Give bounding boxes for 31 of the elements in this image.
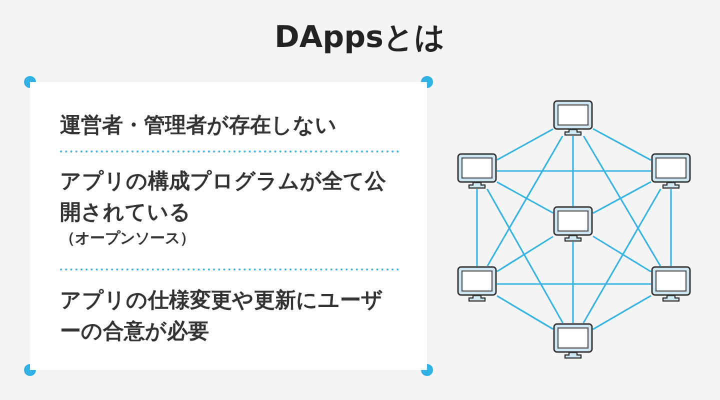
connection-line [670, 189, 672, 266]
title: DAppsとは [274, 20, 446, 56]
computer-monitor-icon [651, 153, 691, 189]
connection-line [572, 242, 574, 323]
computer-monitor-icon [553, 323, 593, 359]
connection-line [496, 128, 554, 161]
connection-line [497, 170, 651, 172]
connection-line [496, 236, 554, 272]
computer-monitor-icon [553, 206, 593, 242]
connection-line [497, 283, 651, 285]
connection-line [582, 188, 662, 324]
connection-line [592, 294, 652, 330]
connection-line [476, 189, 478, 266]
connection-line [496, 181, 554, 214]
note-text: （オープンソース） [60, 228, 196, 248]
feature-text: 運営者・管理者が存在しない [60, 112, 338, 139]
connection-line [496, 295, 554, 330]
feature-text: アプリの仕様変更や更新にユーザーの合意が必要 [60, 287, 384, 345]
computer-monitor-icon [457, 266, 497, 302]
connection-line [486, 188, 564, 324]
computer-monitor-icon [457, 153, 497, 189]
computer-monitor-icon [553, 100, 593, 136]
connection-line [486, 136, 564, 266]
connection-line [592, 128, 652, 161]
feature-text: アプリの構成プログラムが全て公開されている [60, 168, 387, 226]
connection-line [592, 236, 652, 272]
computer-monitor-icon [651, 266, 691, 302]
connection-line [582, 136, 662, 266]
text-card [30, 82, 427, 370]
connection-line [592, 181, 652, 214]
connection-line [572, 136, 574, 206]
